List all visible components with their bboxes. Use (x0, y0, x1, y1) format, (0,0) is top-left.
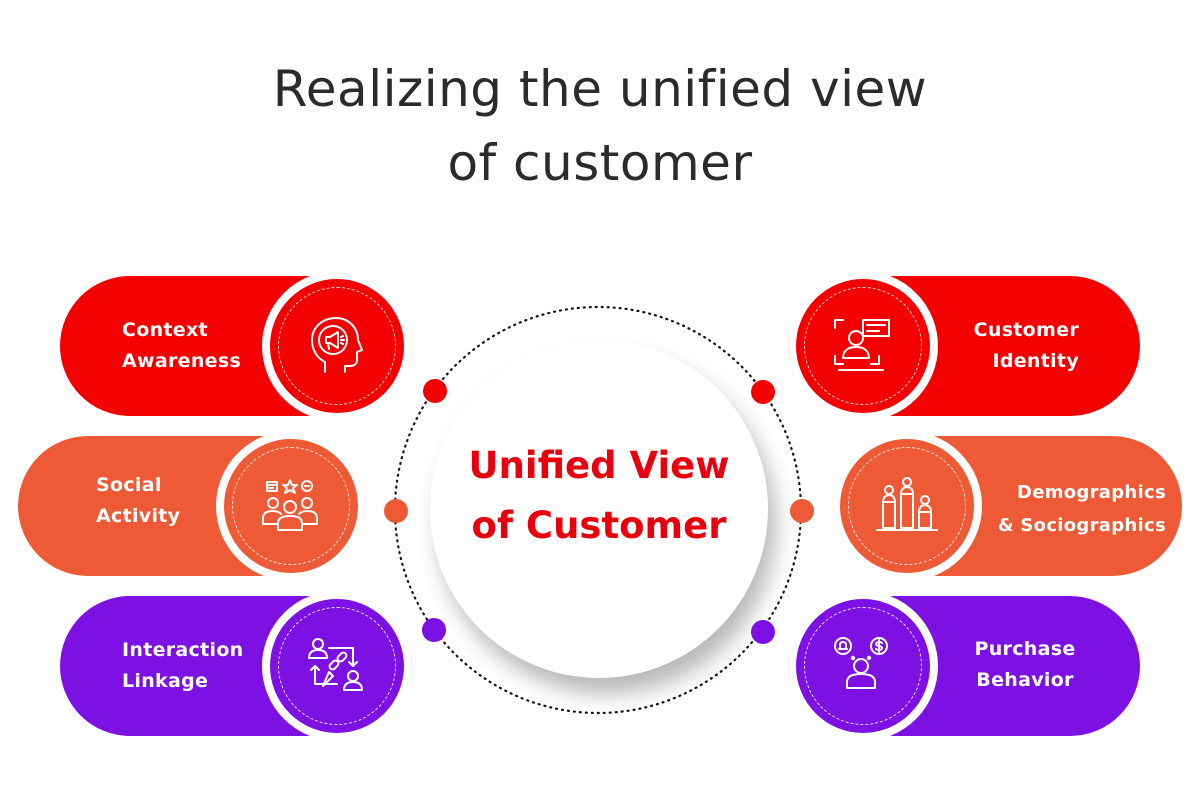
customer-identity-label-line-1: Customer (973, 319, 1079, 341)
interaction-linkage-label-line-1: Interaction (122, 639, 244, 661)
interaction-linkage-label-line-2: Linkage (122, 670, 209, 692)
context-awareness-label-line-1: Context (122, 319, 208, 341)
group-social-icon (262, 479, 318, 531)
context-awareness-disc (262, 271, 412, 421)
purchase-behavior-card: Purchase Behavior (788, 591, 1140, 741)
demographics-label-line-2: & Sociographics (997, 515, 1166, 536)
orbit-dot-orange-right (790, 499, 814, 523)
customer-identity-label: Customer Identity (973, 315, 1079, 377)
purchase-behavior-label-line-2: Behavior (976, 669, 1074, 691)
title-line-2: of customer (447, 134, 753, 192)
identity-scan-icon (834, 319, 890, 371)
social-activity-label-line-1: Social (96, 474, 162, 496)
interaction-linkage-dashed-ring (278, 607, 396, 725)
interaction-linkage-label: Interaction Linkage (122, 635, 244, 697)
social-activity-label-line-2: Activity (96, 505, 181, 527)
orbit-dot-orange-left (384, 499, 408, 523)
context-awareness-label-line-2: Awareness (122, 350, 242, 372)
center-label-line-2: of Customer (471, 504, 727, 547)
social-activity-disc (216, 431, 366, 581)
context-awareness-label: Context Awareness (122, 315, 241, 377)
demographics-dashed-ring (848, 447, 966, 565)
customer-identity-card: Customer Identity (788, 271, 1140, 421)
customer-identity-dashed-ring (804, 287, 922, 405)
social-activity-label: Social Activity (96, 470, 180, 532)
demographics-label-line-1: Demographics (1016, 482, 1166, 503)
demographics-card: Demographics & Sociographics (832, 431, 1182, 581)
people-link-icon (308, 638, 363, 691)
center-label-line-1: Unified View (468, 444, 730, 487)
person-bell-dollar-icon (834, 637, 888, 689)
orbit-dot-purple-right (751, 620, 775, 644)
customer-identity-disc (788, 271, 938, 421)
interaction-linkage-card: Interaction Linkage (60, 591, 412, 741)
podium-people-icon (876, 477, 938, 531)
social-activity-dashed-ring (232, 447, 350, 565)
page-title: Realizing the unified view of customer (0, 52, 1200, 200)
head-megaphone-icon (311, 317, 363, 373)
context-awareness-dashed-ring (278, 287, 396, 405)
orbit-dot-red-right (751, 380, 775, 404)
purchase-behavior-label-line-1: Purchase (974, 638, 1076, 660)
social-activity-card: Social Activity (18, 431, 366, 581)
purchase-behavior-dashed-ring (804, 607, 922, 725)
interaction-linkage-disc (262, 591, 412, 741)
orbit-dot-red-left (423, 379, 447, 403)
center-label: Unified View of Customer (430, 436, 768, 556)
demographics-disc (832, 431, 982, 581)
purchase-behavior-disc (788, 591, 938, 741)
customer-identity-label-line-2: Identity (992, 350, 1079, 372)
demographics-label: Demographics & Sociographics (982, 476, 1166, 542)
orbit-dot-purple-left (422, 618, 446, 642)
title-line-1: Realizing the unified view (272, 60, 928, 118)
context-awareness-card: Context Awareness (60, 271, 412, 421)
purchase-behavior-label: Purchase Behavior (968, 634, 1082, 696)
center-circle (430, 340, 768, 678)
